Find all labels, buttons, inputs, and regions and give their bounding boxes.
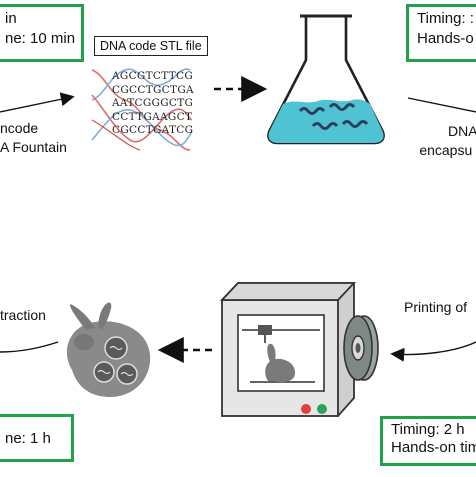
timing-line: Timing: 2 h — [391, 421, 465, 438]
caption-encapsulation: DNA encapsu — [414, 122, 476, 160]
caption-line: DNA — [448, 123, 476, 139]
timing-line: Timing: : — [417, 10, 474, 27]
caption-line: encapsu — [419, 142, 473, 158]
timing-line: in — [5, 10, 17, 27]
hands-on-line: Hands-on tim — [391, 439, 476, 456]
3d-printer-icon — [219, 282, 379, 418]
caption-encode: ncode A Fountain — [0, 119, 67, 157]
timing-box-extraction: ne: 1 h — [0, 414, 74, 462]
dna-sequence: CGCCTGATCG — [112, 124, 194, 136]
dna-sequence: AGCGTCTTCG — [112, 70, 194, 82]
bunny-icon — [66, 302, 151, 398]
dna-sequence: AATCGGGCTG — [112, 97, 194, 109]
timing-box-encode: in ne: 10 min — [0, 4, 84, 62]
dna-sequence: CGCCTGCTGA — [112, 83, 194, 96]
timing-line: ne: 1 h — [5, 430, 51, 447]
arrow-to-dna-file — [0, 92, 75, 113]
dna-helix-icon — [91, 68, 193, 151]
flask-icon — [267, 14, 385, 145]
dna-sequence: CCTTGAAGCT — [112, 110, 193, 123]
dna-sequence-list: AGCGTCTTCG CGCCTGCTGA AATCGGGCTG CCTTGAA… — [112, 70, 194, 138]
timing-box-printing: Timing: 2 h Hands-on tim — [380, 416, 476, 466]
arrow-from-flask — [407, 97, 476, 113]
arrow-to-printer — [390, 341, 476, 362]
arrow-from-bunny — [0, 341, 59, 353]
hands-on-line: Hands-o — [417, 30, 474, 47]
hands-on-line: ne: 10 min — [5, 30, 76, 47]
timing-box-encapsulation: Timing: : Hands-o — [406, 4, 476, 62]
caption-extraction: traction — [0, 307, 46, 323]
caption-printing: Printing of — [404, 299, 468, 315]
caption-line: ncode — [0, 120, 39, 136]
caption-line: A Fountain — [0, 139, 67, 155]
dna-file-label: DNA code STL file — [94, 36, 208, 56]
